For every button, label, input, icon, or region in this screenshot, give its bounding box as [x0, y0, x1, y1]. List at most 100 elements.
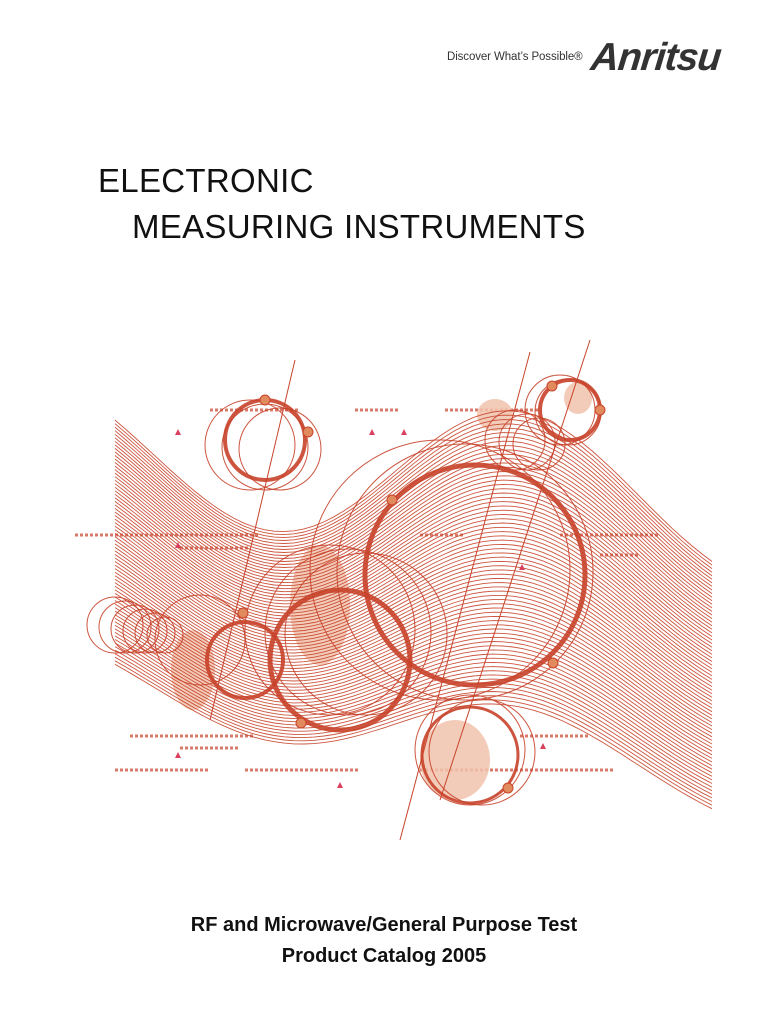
- page-header: Discover What’s Possible® Anritsu: [446, 36, 723, 79]
- wave-line: [114, 663, 713, 810]
- bead-dot: [502, 782, 514, 794]
- wave-line: [114, 525, 713, 670]
- wave-line: [114, 414, 713, 566]
- bead-dot: [386, 494, 398, 506]
- wave-line: [114, 610, 713, 756]
- wave-line: [114, 632, 713, 777]
- catalog-edition: Product Catalog 2005: [281, 945, 487, 967]
- wave-line: [114, 449, 713, 594]
- wave-line: [114, 603, 713, 748]
- bead-dot: [295, 717, 307, 729]
- triangle-marker: [369, 429, 375, 435]
- triangle-marker: [519, 564, 525, 570]
- wave-line: [114, 497, 713, 641]
- wave-line: [114, 532, 713, 677]
- decorative-ring: [414, 694, 526, 806]
- catalog-title-line1: ELECTRONIC: [98, 162, 314, 199]
- wave-line: [114, 410, 713, 562]
- bead-dot: [546, 380, 558, 392]
- wave-line: [114, 589, 713, 734]
- bead-dot: [259, 394, 271, 406]
- wave-line: [114, 483, 713, 627]
- decorative-ring: [223, 398, 307, 482]
- brand-tagline: Discover What’s Possible®: [446, 51, 583, 63]
- wave-line: [114, 465, 713, 609]
- wave-line: [114, 479, 713, 623]
- wave-line: [114, 656, 713, 802]
- waveform-artwork: [75, 339, 713, 841]
- wave-line: [114, 539, 713, 684]
- wave-line: [114, 493, 713, 637]
- catalog-subtitle: RF and Microwave/General Purpose Test: [190, 914, 578, 936]
- bead-dot: [302, 426, 314, 438]
- wave-line: [114, 427, 713, 577]
- decorative-ring: [122, 608, 168, 654]
- soft-blob: [564, 382, 592, 414]
- soft-blob: [477, 399, 513, 431]
- wave-line: [114, 472, 713, 616]
- wave-line: [114, 522, 713, 666]
- decorative-ring: [428, 698, 536, 806]
- wave-line: [114, 432, 713, 580]
- wave-line: [114, 508, 713, 652]
- wave-line: [114, 653, 713, 799]
- wave-line: [114, 660, 713, 806]
- decorative-ring: [309, 439, 571, 701]
- wave-line: [114, 486, 713, 630]
- wave-line: [114, 575, 713, 720]
- wave-line: [114, 518, 713, 662]
- wave-line: [114, 557, 713, 702]
- wave-line: [114, 476, 713, 619]
- decorative-ring: [264, 548, 432, 716]
- wave-line: [114, 462, 713, 605]
- catalog-title-line2: MEASURING INSTRUMENTS: [132, 208, 586, 245]
- bead-dot: [547, 657, 559, 669]
- wave-line: [114, 578, 713, 723]
- wave-line: [114, 529, 713, 673]
- decorative-ring: [146, 616, 184, 654]
- wave-line: [114, 593, 713, 738]
- anritsu-logo: Anritsu: [588, 36, 723, 79]
- wave-line: [114, 490, 713, 634]
- wave-line: [114, 453, 713, 598]
- wave-line: [114, 561, 713, 705]
- triangle-marker: [540, 743, 546, 749]
- decorative-ring: [512, 417, 566, 471]
- wave-line: [114, 511, 713, 655]
- decorative-ring: [238, 407, 322, 491]
- decorative-ring: [110, 604, 160, 654]
- wave-line: [114, 501, 713, 644]
- wave-line: [114, 469, 713, 612]
- decorative-ring: [134, 612, 176, 654]
- wave-line: [114, 543, 713, 687]
- triangle-marker: [337, 782, 343, 788]
- wave-line: [114, 624, 713, 770]
- decorative-ring: [98, 600, 152, 654]
- soft-blob: [420, 720, 490, 800]
- decorative-ring: [362, 462, 588, 688]
- wave-line: [114, 419, 713, 569]
- decorative-ring: [244, 544, 416, 716]
- triangle-marker: [175, 542, 181, 548]
- wave-line: [114, 554, 713, 698]
- decorative-ring: [86, 596, 144, 654]
- wave-line: [114, 628, 713, 774]
- wave-line: [114, 585, 713, 730]
- wave-line: [114, 423, 713, 573]
- triangle-marker: [401, 429, 407, 435]
- triangle-marker: [175, 429, 181, 435]
- wave-line: [114, 550, 713, 695]
- wave-line: [114, 635, 713, 781]
- wave-line: [114, 547, 713, 691]
- decorative-ring: [336, 443, 594, 701]
- wave-line: [114, 582, 713, 727]
- diagonal-line: [209, 359, 296, 721]
- decorative-ring: [154, 594, 246, 686]
- wave-line: [114, 504, 713, 648]
- wave-line: [114, 649, 713, 795]
- diagonal-line: [399, 351, 531, 841]
- decorative-ring: [204, 399, 296, 491]
- wave-line: [114, 607, 713, 752]
- bead-dot: [594, 404, 606, 416]
- wave-line: [114, 600, 713, 745]
